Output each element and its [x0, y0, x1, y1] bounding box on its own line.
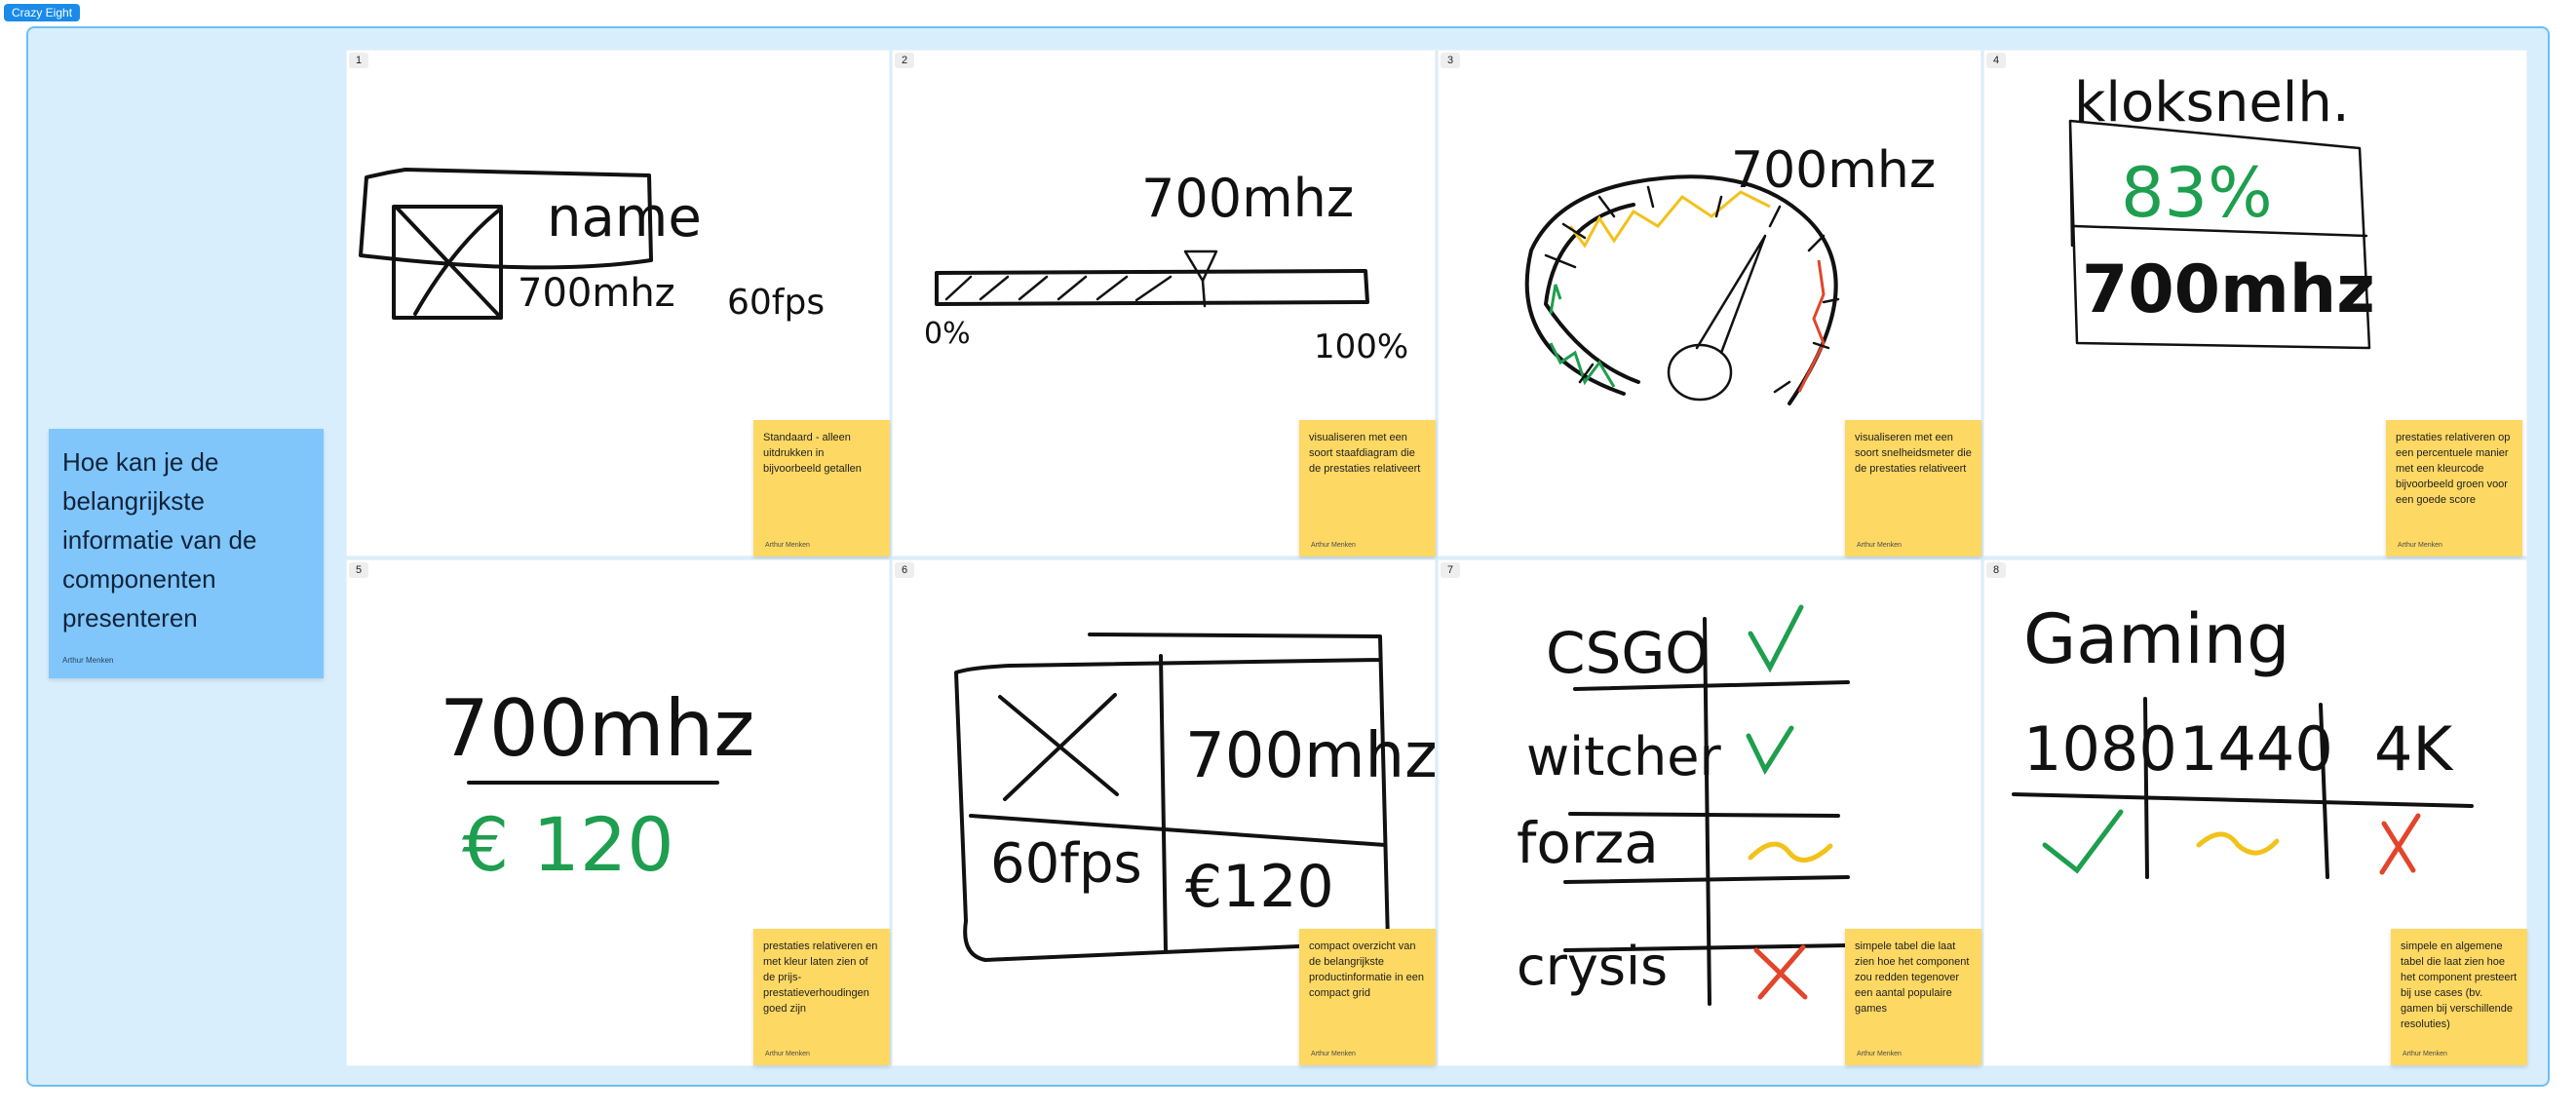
check-icon	[1746, 725, 1794, 776]
sticky-note-author: Arthur Menken	[765, 542, 810, 549]
check-icon	[2042, 809, 2124, 874]
sticky-note-text: compact overzicht van de belangrijkste p…	[1309, 940, 1425, 999]
sketch-1-drawing: name 700mhz 60fps	[359, 168, 825, 323]
check-icon	[1748, 604, 1804, 673]
sketch-6-drawing: 700mhz 60fps €120	[954, 633, 1437, 962]
sketch-cell-7[interactable]: CSGO witcher forza crysis 7 simpele tabe…	[1438, 559, 1981, 1066]
sketch-7-game-3: forza	[1517, 810, 1659, 876]
sticky-note-4[interactable]: prestaties relativeren op een percentuel…	[2386, 420, 2522, 556]
cell-number: 7	[1441, 562, 1460, 578]
sketch-8-res-3: 4K	[2374, 713, 2453, 785]
sticky-note-8[interactable]: simpele en algemene tabel die laat zien …	[2391, 929, 2527, 1065]
question-author: Arthur Menken	[62, 656, 114, 665]
sticky-note-2[interactable]: visualiseren met een soort staafdiagram …	[1299, 420, 1436, 556]
sketch-3-drawing: 700mhz	[1524, 141, 1936, 405]
sketch-2-max: 100%	[1314, 327, 1408, 366]
cross-icon	[2379, 813, 2421, 875]
cell-number: 4	[1986, 53, 2006, 68]
sketch-1-name: name	[547, 186, 702, 249]
sketch-5-price: € 120	[462, 801, 674, 888]
sticky-note-author: Arthur Menken	[765, 1051, 810, 1057]
sketch-cell-6[interactable]: 700mhz 60fps €120 6 compact overzicht va…	[892, 559, 1437, 1066]
cell-number: 8	[1986, 562, 2006, 578]
sticky-note-text: prestaties relativeren en met kleur late…	[763, 940, 878, 1015]
sketch-cell-1[interactable]: name 700mhz 60fps 1 Standaard - alleen u…	[346, 50, 890, 556]
sketch-5-drawing: 700mhz € 120	[440, 683, 754, 888]
sketch-6-mhz: 700mhz	[1185, 720, 1437, 792]
sketch-2-min: 0%	[924, 317, 971, 351]
sketch-7-game-2: witcher	[1526, 726, 1721, 787]
sketch-7-drawing: CSGO witcher forza crysis	[1517, 604, 1850, 1006]
sketch-6-price: €120	[1185, 853, 1334, 921]
sketch-4-mhz: 700mhz	[2082, 251, 2375, 328]
question-card[interactable]: Hoe kan je de belangrijkste informatie v…	[49, 429, 324, 678]
sketch-8-res-1: 1080	[2023, 713, 2177, 785]
sticky-note-text: Standaard - alleen uitdrukken in bijvoor…	[763, 432, 862, 475]
sketch-cell-3[interactable]: 700mhz 3 visualiseren met een soort snel…	[1438, 50, 1981, 556]
sticky-note-author: Arthur Menken	[2403, 1051, 2447, 1057]
sticky-note-3[interactable]: visualiseren met een soort snelheidsmete…	[1845, 420, 1981, 556]
cell-number: 6	[895, 562, 914, 578]
sticky-note-text: prestaties relativeren op een percentuel…	[2396, 432, 2511, 506]
sketch-cell-8[interactable]: Gaming 1080 1440 4K 8 simpele en algemen…	[1983, 559, 2527, 1066]
sketch-6-fps: 60fps	[990, 832, 1142, 896]
sketch-4-percent: 83%	[2121, 153, 2273, 233]
tilde-icon	[2196, 831, 2280, 856]
sketch-1-fps: 60fps	[727, 283, 825, 323]
sketch-8-title: Gaming	[2023, 599, 2290, 679]
sticky-note-text: visualiseren met een soort staafdiagram …	[1309, 432, 1421, 475]
sticky-note-1[interactable]: Standaard - alleen uitdrukken in bijvoor…	[753, 420, 890, 556]
sketch-1-mhz: 700mhz	[518, 271, 675, 316]
sticky-note-author: Arthur Menken	[1857, 1051, 1902, 1057]
sticky-note-author: Arthur Menken	[2398, 542, 2442, 549]
tilde-icon	[1748, 841, 1833, 863]
sticky-note-5[interactable]: prestaties relativeren en met kleur late…	[753, 929, 890, 1065]
sticky-note-text: simpele en algemene tabel die laat zien …	[2401, 940, 2518, 1030]
sketch-cell-5[interactable]: 700mhz € 120 5 prestaties relativeren en…	[346, 559, 890, 1066]
sketch-2-mhz: 700mhz	[1141, 168, 1354, 229]
sticky-note-7[interactable]: simpele tabel die laat zien hoe het comp…	[1845, 929, 1981, 1065]
sketch-7-game-4: crysis	[1517, 936, 1668, 997]
frame-label[interactable]: Crazy Eight	[4, 4, 81, 21]
sketch-8-res-2: 1440	[2179, 713, 2333, 785]
sticky-note-text: simpele tabel die laat zien hoe het comp…	[1855, 940, 1970, 1015]
cell-number: 5	[349, 562, 368, 578]
sticky-note-6[interactable]: compact overzicht van de belangrijkste p…	[1299, 929, 1436, 1065]
sketch-4-drawing: kloksnelh. 83% 700mhz	[2068, 71, 2375, 350]
sketch-8-drawing: Gaming 1080 1440 4K	[2012, 599, 2474, 879]
cell-number: 2	[895, 53, 914, 68]
sticky-note-text: visualiseren met een soort snelheidsmete…	[1855, 432, 1972, 475]
cell-number: 3	[1441, 53, 1460, 68]
sketch-2-drawing: 700mhz 0% 100%	[924, 168, 1408, 366]
question-text: Hoe kan je de belangrijkste informatie v…	[62, 447, 257, 633]
sticky-note-author: Arthur Menken	[1857, 542, 1902, 549]
sketch-cell-2[interactable]: 700mhz 0% 100% 2 visualiseren met een so…	[892, 50, 1436, 556]
cell-number: 1	[349, 53, 368, 68]
sketch-7-game-1: CSGO	[1546, 620, 1710, 686]
sketch-cell-4[interactable]: kloksnelh. 83% 700mhz 4 prestaties relat…	[1983, 50, 2527, 556]
image-placeholder-icon	[392, 205, 503, 320]
sticky-note-author: Arthur Menken	[1311, 1051, 1356, 1057]
sticky-note-author: Arthur Menken	[1311, 542, 1356, 549]
sketch-5-mhz: 700mhz	[440, 683, 754, 774]
sketch-4-title: kloksnelh.	[2074, 71, 2350, 134]
cross-icon	[1753, 944, 1808, 1000]
